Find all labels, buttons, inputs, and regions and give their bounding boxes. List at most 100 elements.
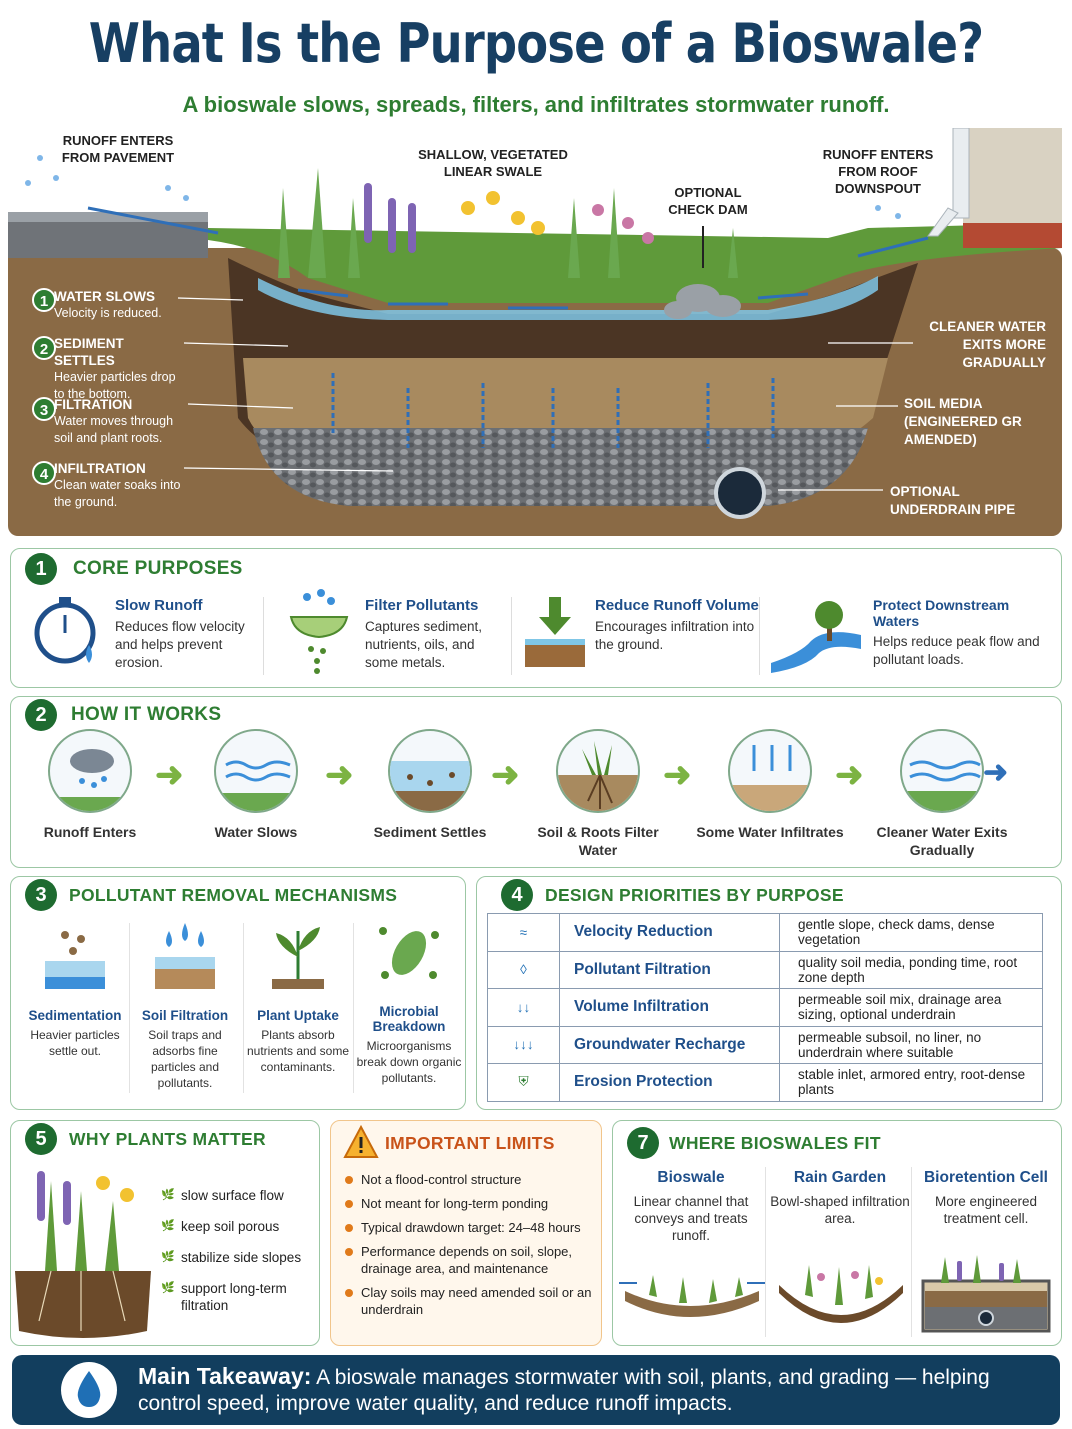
recharge-icon: ↓↓↓	[487, 1025, 560, 1064]
arrow-right-icon: ➜	[325, 756, 354, 794]
down-arrows-icon	[730, 745, 810, 811]
water-waves-icon	[216, 760, 296, 811]
step-text: Velocity is reduced.	[54, 306, 162, 320]
label-check-dam: OPTIONAL CHECK DAM	[668, 185, 748, 217]
filter-diamond-icon: ◊	[487, 950, 560, 989]
arrow-right-icon: ➜	[155, 756, 184, 794]
step-title: FILTRATION	[54, 397, 133, 412]
takeaway-body: A bioswale manages stormwater with soil,…	[138, 1366, 990, 1415]
bioswale-illustration	[619, 1275, 765, 1317]
step-infiltration: INFILTRATION Clean water soaks into the g…	[54, 460, 184, 511]
core-item-title: Protect Downstream Waters	[873, 597, 1010, 629]
divider	[353, 923, 354, 1093]
section-title: WHERE BIOSWALES FIT	[669, 1133, 881, 1153]
how-step-label: Sediment Settles	[373, 824, 487, 840]
divider	[129, 923, 130, 1093]
how-step-sediment: Sediment Settles	[355, 729, 505, 841]
how-step-slows: Water Slows	[181, 729, 331, 841]
step-text: Heavier particles drop to the bottom.	[54, 370, 176, 401]
core-item-text: Captures sediment, nutrients, oils, and …	[365, 619, 483, 670]
divider	[759, 597, 760, 675]
sedimentation-icon	[45, 931, 105, 989]
pollutant-removal-panel: 3 POLLUTANT REMOVAL MECHANISMS Sedimenta…	[10, 876, 466, 1110]
mech-text: Microorganisms break down organic pollut…	[356, 1039, 462, 1085]
priority-desc: gentle slope, check dams, dense vegetati…	[779, 913, 1043, 952]
step-2-badge: 2	[32, 336, 56, 360]
mech-text: Heavier particles settle out.	[30, 1028, 120, 1058]
section-title: WHY PLANTS MATTER	[69, 1129, 266, 1149]
list-item: slow surface flow	[161, 1187, 311, 1204]
mech-title: Plant Uptake	[257, 1008, 339, 1023]
section-title: HOW IT WORKS	[71, 704, 222, 725]
plant-roots-icon	[558, 741, 638, 811]
section-title: CORE PURPOSES	[73, 558, 243, 579]
core-item-title: Reduce Runoff Volume	[595, 597, 759, 614]
section-title: POLLUTANT REMOVAL MECHANISMS	[69, 885, 398, 905]
plant-icon	[272, 927, 324, 989]
main-takeaway-banner: Main Takeaway: A bioswale manages stormw…	[12, 1355, 1060, 1425]
mech-title: Microbial Breakdown	[372, 1004, 446, 1034]
fit-title: Bioswale	[657, 1169, 725, 1186]
step-text: Clean water soaks into the ground.	[54, 478, 181, 509]
priority-desc: stable inlet, armored entry, root-dense …	[779, 1063, 1043, 1102]
waves-icon: ≈	[487, 913, 560, 952]
label-cleaner-water: CLEANER WATER EXITS MORE GRADUALLY	[929, 319, 1046, 370]
step-title: WATER SLOWS	[54, 289, 155, 304]
limits-list: Not a flood-control structure Not meant …	[343, 1171, 599, 1325]
step-3-badge: 3	[32, 397, 56, 421]
important-limits-panel: IMPORTANT LIMITS Not a flood-control str…	[330, 1120, 602, 1346]
mech-title: Soil Filtration	[141, 1008, 229, 1023]
fit-title: Rain Garden	[793, 1169, 887, 1186]
step-4-badge: 4	[32, 461, 56, 485]
list-item: support long-term filtration	[161, 1280, 311, 1314]
core-item-text: Reduces flow velocity and helps prevent …	[115, 619, 245, 670]
river-icon	[771, 601, 861, 673]
step-title: INFILTRATION	[54, 461, 146, 476]
bioswale-cross-section: RUNOFF ENTERS FROM PAVEMENT SHALLOW, VEG…	[8, 127, 1062, 536]
clean-water-icon	[902, 760, 982, 811]
label-soil-media: SOIL MEDIA (ENGINEERED GR AMENDED)	[904, 396, 1022, 447]
list-item: Not a flood-control structure	[343, 1171, 599, 1188]
how-step-label: Soil & Roots Filter Water	[537, 824, 659, 858]
plants-list: slow surface flow keep soil porous stabi…	[161, 1187, 311, 1328]
priority-name: Groundwater Recharge	[559, 1025, 780, 1064]
how-step-label: Water Slows	[214, 824, 298, 840]
core-item-text: Helps reduce peak flow and pollutant loa…	[873, 634, 1040, 667]
filter-icon	[289, 589, 349, 674]
divider	[511, 597, 512, 675]
priority-name: Velocity Reduction	[559, 913, 780, 952]
down-arrows-icon: ↓↓	[487, 988, 560, 1027]
priority-name: Pollutant Filtration	[559, 950, 780, 989]
stopwatch-icon	[34, 597, 96, 664]
how-step-infiltrates: Some Water Infiltrates	[695, 729, 845, 841]
how-it-works-panel: 2 HOW IT WORKS Runoff Enters ➜ Water Slo…	[10, 696, 1062, 868]
how-step-label: Some Water Infiltrates	[696, 824, 844, 840]
section-number: 5	[25, 1123, 57, 1155]
list-item: Performance depends on soil, slope, drai…	[343, 1243, 599, 1277]
priority-desc: quality soil media, ponding time, root z…	[779, 950, 1043, 989]
mech-text: Plants absorb nutrients and some contami…	[246, 1028, 350, 1074]
how-step-runoff: Runoff Enters	[15, 729, 165, 841]
design-priorities-panel: 4 DESIGN PRIORITIES BY PURPOSE ≈Velocity…	[476, 876, 1062, 1110]
rain-cloud-icon	[50, 749, 130, 811]
divider	[243, 923, 244, 1093]
step-text: Water moves through soil and plant roots…	[54, 414, 174, 445]
divider	[765, 1167, 766, 1337]
water-drop-icon	[61, 1362, 117, 1418]
step-title: SEDIMENT SETTLES	[54, 336, 124, 368]
step-water-slows: WATER SLOWS Velocity is reduced.	[54, 288, 184, 322]
list-item: Typical drawdown target: 24–48 hours	[343, 1219, 599, 1236]
label-vegetated-swale: SHALLOW, VEGETATED LINEAR SWALE	[418, 147, 568, 179]
